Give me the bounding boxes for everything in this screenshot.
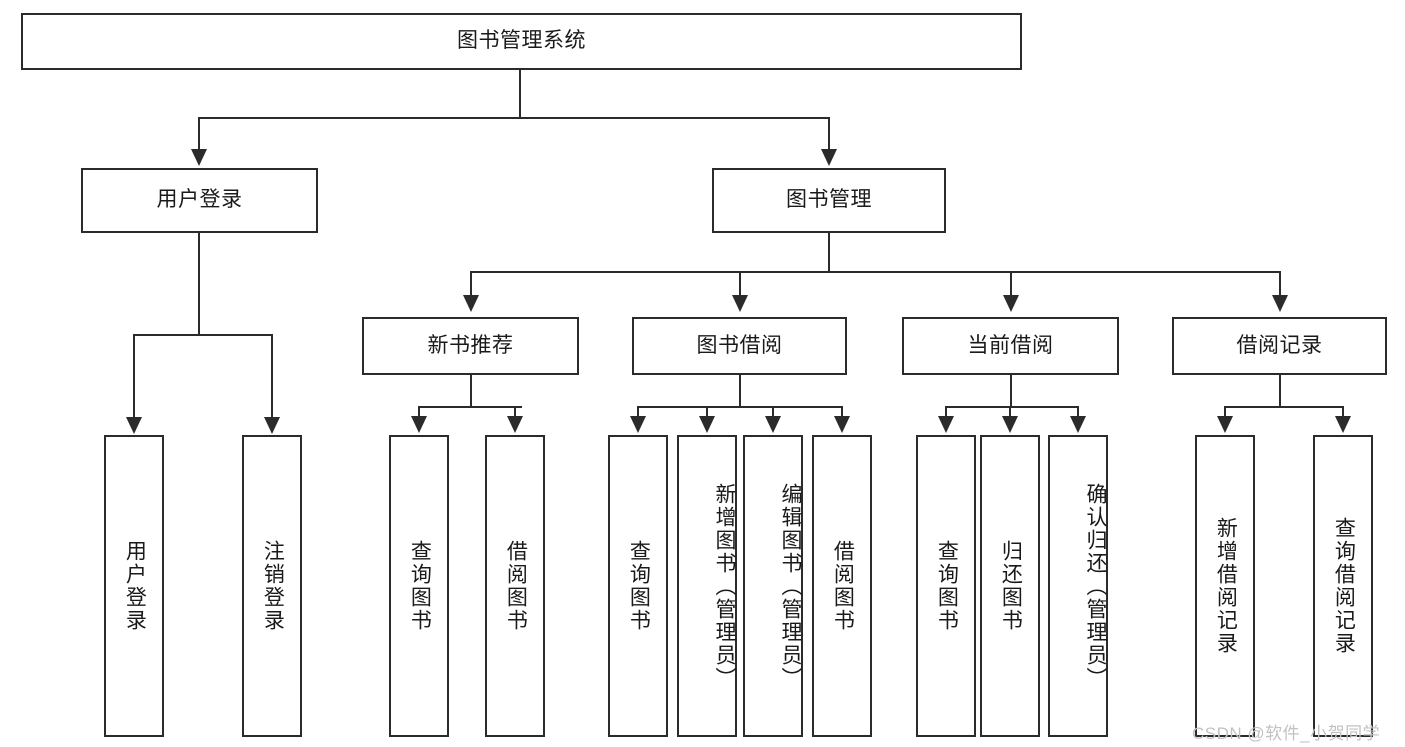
arrow-to-new-book-recommend — [463, 295, 479, 312]
node-label: 借阅图书 — [504, 540, 528, 632]
node-label: 用户登录 — [123, 540, 147, 632]
connector-user-login-drop-1 — [133, 334, 135, 419]
node-book-borrow[interactable]: 图书借阅 — [632, 317, 847, 375]
arrow-to-leaf-add-record — [1217, 416, 1233, 433]
connector-book-borrow-stem — [739, 375, 741, 407]
connector-borrow-record-bus — [1224, 406, 1343, 408]
leaf-add-borrow-record[interactable]: 新增借阅记录 — [1195, 435, 1255, 737]
node-label: 新增图书（管理员） — [713, 482, 736, 690]
arrow-to-leaf-logout — [264, 417, 280, 434]
leaf-edit-book-admin[interactable]: 编辑图书（管理员） — [743, 435, 803, 737]
connector-current-borrow-stem — [1010, 375, 1012, 407]
arrow-to-user-login — [191, 149, 207, 166]
arrow-to-leaf-return-book — [1002, 416, 1018, 433]
node-label: 注销登录 — [261, 540, 285, 632]
connector-current-borrow-bus — [945, 406, 1078, 408]
node-label: 确认归还（管理员） — [1084, 482, 1107, 690]
node-label: 查询借阅记录 — [1332, 517, 1356, 655]
node-new-book-recommend[interactable]: 新书推荐 — [362, 317, 579, 375]
connector-borrow-record-drop-2 — [1342, 406, 1344, 418]
node-label: 查询图书 — [408, 540, 432, 632]
connector-user-login-drop-2 — [271, 334, 273, 419]
node-label: 编辑图书（管理员） — [779, 482, 802, 690]
arrow-to-leaf-borrow-book-2 — [834, 416, 850, 433]
leaf-user-login[interactable]: 用户登录 — [104, 435, 164, 737]
connector-level1-drop-left — [198, 117, 200, 151]
connector-user-login-stem — [198, 233, 200, 335]
leaf-borrow-book-borrow[interactable]: 借阅图书 — [812, 435, 872, 737]
connector-new-book-bus — [418, 406, 522, 408]
connector-user-login-bus — [133, 334, 273, 336]
connector-current-borrow-drop-2 — [1009, 406, 1011, 418]
leaf-return-book[interactable]: 归还图书 — [980, 435, 1040, 737]
node-borrow-record[interactable]: 借阅记录 — [1172, 317, 1387, 375]
connector-level3-drop-1 — [470, 271, 472, 297]
leaf-confirm-return-admin[interactable]: 确认归还（管理员） — [1048, 435, 1108, 737]
connector-book-borrow-drop-4 — [841, 406, 843, 418]
leaf-logout[interactable]: 注销登录 — [242, 435, 302, 737]
leaf-add-book-admin[interactable]: 新增图书（管理员） — [677, 435, 737, 737]
arrow-to-leaf-confirm-return — [1070, 416, 1086, 433]
leaf-query-book-current[interactable]: 查询图书 — [916, 435, 976, 737]
node-label: 查询图书 — [935, 540, 959, 632]
node-book-manage[interactable]: 图书管理 — [712, 168, 946, 233]
connector-level3-drop-3 — [1010, 271, 1012, 297]
arrow-to-leaf-query-record — [1335, 416, 1351, 433]
node-label: 图书管理系统 — [457, 29, 586, 53]
connector-book-borrow-drop-1 — [637, 406, 639, 418]
connector-new-book-stem — [470, 375, 472, 407]
node-user-login[interactable]: 用户登录 — [81, 168, 318, 233]
connector-root-stem — [519, 70, 521, 117]
node-label: 当前借阅 — [967, 333, 1054, 357]
node-label: 图书借阅 — [696, 333, 783, 357]
arrow-to-leaf-user-login — [126, 417, 142, 434]
arrow-to-book-manage — [821, 149, 837, 166]
leaf-borrow-book-recommend[interactable]: 借阅图书 — [485, 435, 545, 737]
connector-level3-drop-2 — [739, 271, 741, 297]
leaf-query-borrow-record[interactable]: 查询借阅记录 — [1313, 435, 1373, 737]
leaf-query-book-borrow[interactable]: 查询图书 — [608, 435, 668, 737]
node-label: 新增借阅记录 — [1214, 517, 1238, 655]
node-label: 借阅记录 — [1236, 333, 1323, 357]
connector-level3-drop-4 — [1279, 271, 1281, 297]
connector-book-borrow-drop-3 — [772, 406, 774, 418]
connector-level3-bus — [470, 271, 1280, 273]
connector-borrow-record-drop-1 — [1224, 406, 1226, 418]
connector-book-borrow-bus — [637, 406, 843, 408]
arrow-to-borrow-record — [1272, 295, 1288, 312]
arrow-to-book-borrow — [732, 295, 748, 312]
connector-current-borrow-drop-1 — [945, 406, 947, 418]
arrow-to-leaf-add-book — [699, 416, 715, 433]
node-label: 新书推荐 — [427, 333, 514, 357]
connector-level1-drop-right — [828, 117, 830, 151]
arrow-to-leaf-borrow-book-1 — [507, 416, 523, 433]
node-label: 借阅图书 — [831, 540, 855, 632]
connector-book-manage-stem — [828, 233, 830, 272]
node-label: 用户登录 — [156, 188, 243, 212]
arrow-to-leaf-query-book-1 — [411, 416, 427, 433]
connector-new-book-drop-2 — [514, 406, 516, 418]
arrow-to-leaf-query-book-2 — [630, 416, 646, 433]
node-current-borrow[interactable]: 当前借阅 — [902, 317, 1119, 375]
node-root-system[interactable]: 图书管理系统 — [21, 13, 1022, 70]
connector-borrow-record-stem — [1279, 375, 1281, 407]
leaf-query-book-recommend[interactable]: 查询图书 — [389, 435, 449, 737]
node-label: 归还图书 — [999, 540, 1023, 632]
connector-new-book-drop-1 — [418, 406, 420, 418]
connector-current-borrow-drop-3 — [1077, 406, 1079, 418]
node-label: 查询图书 — [627, 540, 651, 632]
node-label: 图书管理 — [786, 188, 872, 212]
csdn-watermark: CSDN @软件_小贺同学 — [1192, 724, 1381, 743]
connector-book-borrow-drop-2 — [706, 406, 708, 418]
arrow-to-leaf-query-book-3 — [938, 416, 954, 433]
arrow-to-current-borrow — [1003, 295, 1019, 312]
connector-level1-bus — [198, 117, 829, 119]
arrow-to-leaf-edit-book — [765, 416, 781, 433]
